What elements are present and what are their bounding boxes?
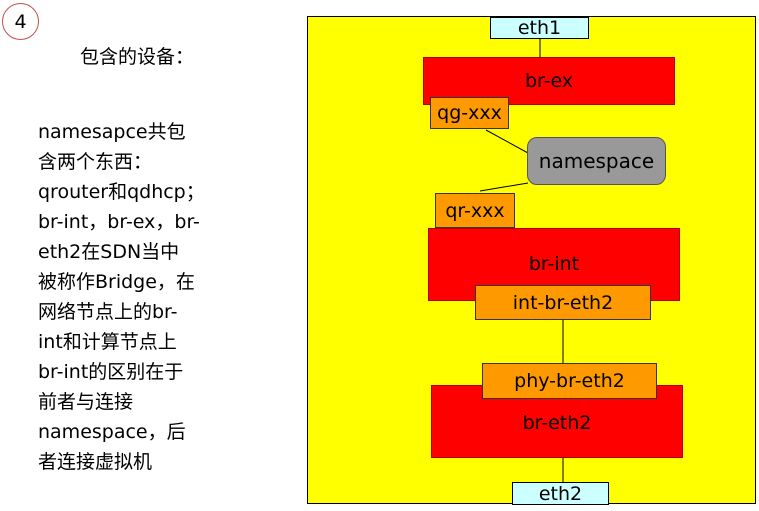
eth2-interface: eth2 (512, 482, 609, 505)
description-text: namesapce共包 含两个东西： qrouter和qdhcp； br-int… (38, 121, 205, 473)
namespace-node: namespace (527, 137, 666, 185)
eth1-interface: eth1 (490, 17, 589, 39)
int-br-eth2-port: int-br-eth2 (475, 285, 651, 320)
intro-heading: 包含的设备： (80, 46, 195, 68)
connector-namespace-qr (479, 182, 529, 192)
qg-port: qg-xxx (430, 97, 509, 129)
br-eth2-label: br-eth2 (522, 412, 592, 434)
phy-br-eth2-port: phy-br-eth2 (482, 363, 657, 399)
qr-port: qr-xxx (435, 193, 515, 228)
slide-number-badge: 4 (2, 3, 39, 40)
connector-qg-namespace (485, 129, 529, 154)
br-int-label: br-int (528, 253, 580, 275)
